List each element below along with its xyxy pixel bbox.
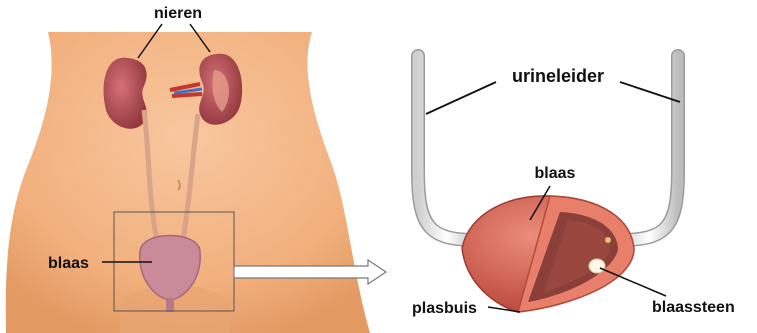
bladder-stone bbox=[589, 259, 605, 273]
label-kidneys: nieren bbox=[154, 5, 202, 22]
label-urethra: plasbuis bbox=[412, 300, 477, 317]
label-ureter: urineleider bbox=[512, 66, 604, 86]
leader-ureter-left bbox=[426, 82, 496, 114]
label-bladder-left: blaas bbox=[48, 255, 89, 272]
urethra-left-illustration bbox=[166, 298, 174, 312]
ureter-opening bbox=[605, 237, 611, 243]
label-bladder-right: blaas bbox=[535, 165, 576, 182]
label-bladder-stone: blaassteen bbox=[652, 299, 735, 316]
bladder-cutaway bbox=[418, 56, 678, 312]
